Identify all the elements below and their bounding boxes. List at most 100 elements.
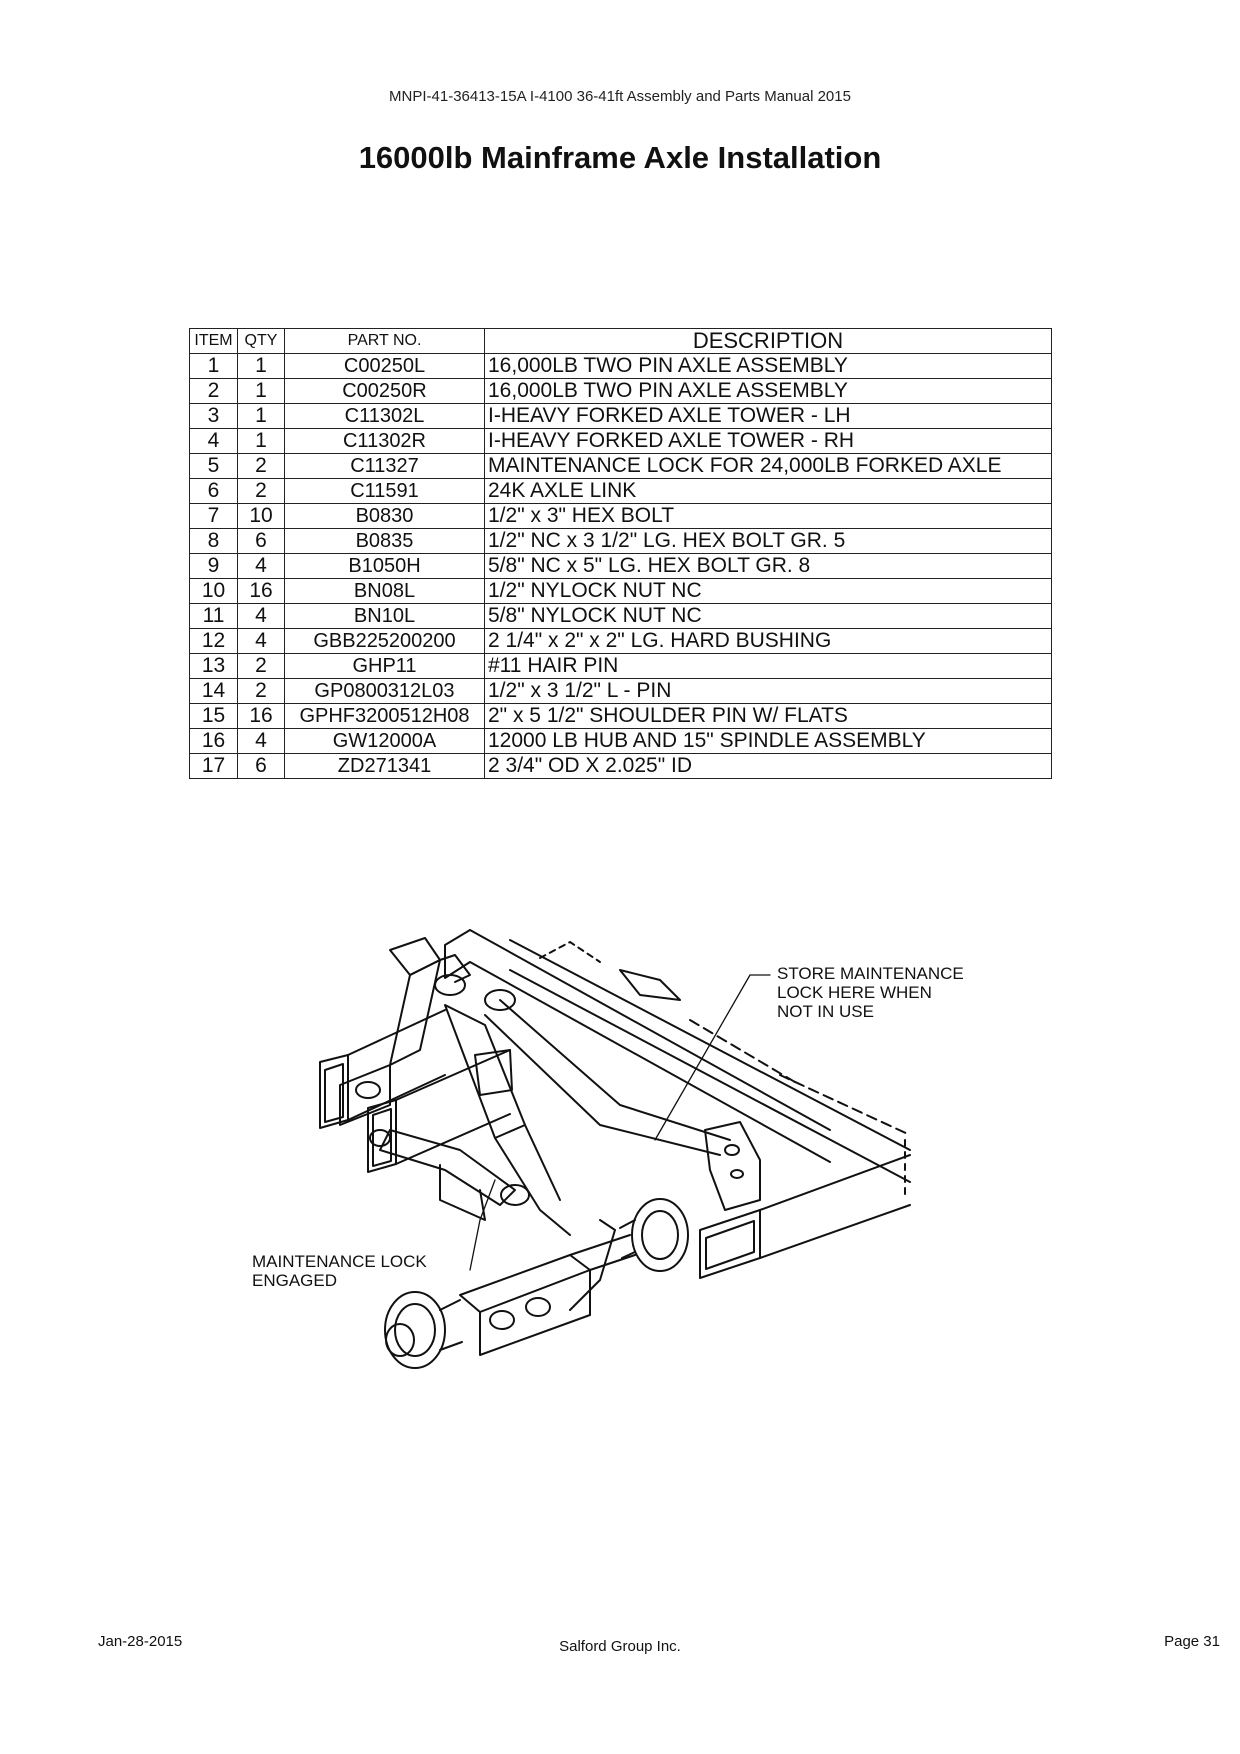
cell-description: 1/2" x 3 1/2" L - PIN [484,678,1052,704]
cell-part-no: BN08L [284,578,485,604]
cell-qty: 1 [237,378,285,404]
cell-qty: 2 [237,678,285,704]
main-frame-crossbar [444,929,911,1201]
column-header-description: DESCRIPTION [484,328,1052,354]
callout-line: MAINTENANCE LOCK [252,1252,427,1271]
cell-part-no: GP0800312L03 [284,678,485,704]
cell-part-no: C11327 [284,453,485,479]
cell-description: 2" x 5 1/2" SHOULDER PIN W/ FLATS [484,703,1052,729]
cell-qty: 1 [237,403,285,429]
cell-description: 2 1/4" x 2" x 2" LG. HARD BUSHING [484,628,1052,654]
cell-qty: 16 [237,703,285,729]
callout-line: NOT IN USE [777,1002,874,1021]
cell-part-no: C11591 [284,478,485,504]
cell-qty: 4 [237,628,285,654]
cell-description: I-HEAVY FORKED AXLE TOWER - RH [484,428,1052,454]
cell-item: 15 [189,703,238,729]
cell-part-no: B0835 [284,528,485,554]
cell-item: 2 [189,378,238,404]
column-header-qty: QTY [237,328,285,354]
footer-date: Jan-28-2015 [98,1633,183,1650]
cell-part-no: BN10L [284,603,485,629]
left-hub-spindle [384,1291,463,1369]
leader-line-store [654,974,771,1141]
footer-company: Salford Group Inc. [559,1638,681,1655]
forked-axle-tower [339,937,516,1126]
cell-item: 6 [189,478,238,504]
cell-item: 4 [189,428,238,454]
cell-item: 10 [189,578,238,604]
cell-qty: 1 [237,428,285,454]
cell-description: 5/8" NC x 5" LG. HEX BOLT GR. 8 [484,553,1052,579]
cell-description: 5/8" NYLOCK NUT NC [484,603,1052,629]
right-frame-end [619,969,911,1279]
leader-line-lock [469,1179,496,1271]
cell-part-no: GW12000A [284,728,485,754]
column-header-part-no: PART NO. [284,328,485,354]
cell-description: 24K AXLE LINK [484,478,1052,504]
footer-page-number: Page 31 [1164,1633,1220,1650]
cell-item: 12 [189,628,238,654]
cell-description: 2 3/4" OD X 2.025" ID [484,753,1052,779]
right-hub-spindle [619,1198,689,1272]
parts-table-header-row: ITEM QTY PART NO. DESCRIPTION [189,328,1052,354]
cell-part-no: B0830 [284,503,485,529]
cell-item: 14 [189,678,238,704]
cell-description: 1/2" NYLOCK NUT NC [484,578,1052,604]
cell-description: MAINTENANCE LOCK FOR 24,000LB FORKED AXL… [484,453,1052,479]
cell-description: 1/2" NC x 3 1/2" LG. HEX BOLT GR. 5 [484,528,1052,554]
cell-description: #11 HAIR PIN [484,653,1052,679]
page-title: 16000lb Mainframe Axle Installation [358,140,882,175]
cell-qty: 1 [237,353,285,379]
callout-store-maintenance-lock: STORE MAINTENANCE LOCK HERE WHEN NOT IN … [777,964,964,1021]
cell-part-no: B1050H [284,553,485,579]
maintenance-lock [369,1129,516,1221]
cell-qty: 6 [237,753,285,779]
axle-beam [459,1219,636,1356]
cell-description: 12000 LB HUB AND 15" SPINDLE ASSEMBLY [484,728,1052,754]
cell-qty: 4 [237,603,285,629]
cell-description: 16,000LB TWO PIN AXLE ASSEMBLY [484,378,1052,404]
cell-part-no: C00250L [284,353,485,379]
cell-qty: 2 [237,478,285,504]
cell-item: 8 [189,528,238,554]
cell-item: 11 [189,603,238,629]
cell-item: 3 [189,403,238,429]
cell-part-no: GPHF3200512H08 [284,703,485,729]
cell-part-no: C11302L [284,403,485,429]
cell-qty: 2 [237,453,285,479]
cell-item: 5 [189,453,238,479]
cell-qty: 6 [237,528,285,554]
cell-item: 16 [189,728,238,754]
cell-qty: 4 [237,728,285,754]
callout-line: STORE MAINTENANCE [777,964,964,983]
column-header-item: ITEM [189,328,238,354]
cell-item: 1 [189,353,238,379]
cell-item: 17 [189,753,238,779]
axle-assembly-diagram [319,929,911,1369]
left-frame-tubes [319,1009,511,1173]
cell-part-no: C11302R [284,428,485,454]
cell-part-no: GHP11 [284,653,485,679]
cell-description: 1/2" x 3" HEX BOLT [484,503,1052,529]
cell-part-no: GBB225200200 [284,628,485,654]
callout-line: LOCK HERE WHEN [777,983,932,1002]
cell-qty: 2 [237,653,285,679]
cell-part-no: ZD271341 [284,753,485,779]
callout-line: ENGAGED [252,1271,338,1290]
cell-qty: 4 [237,553,285,579]
cell-description: I-HEAVY FORKED AXLE TOWER - LH [484,403,1052,429]
